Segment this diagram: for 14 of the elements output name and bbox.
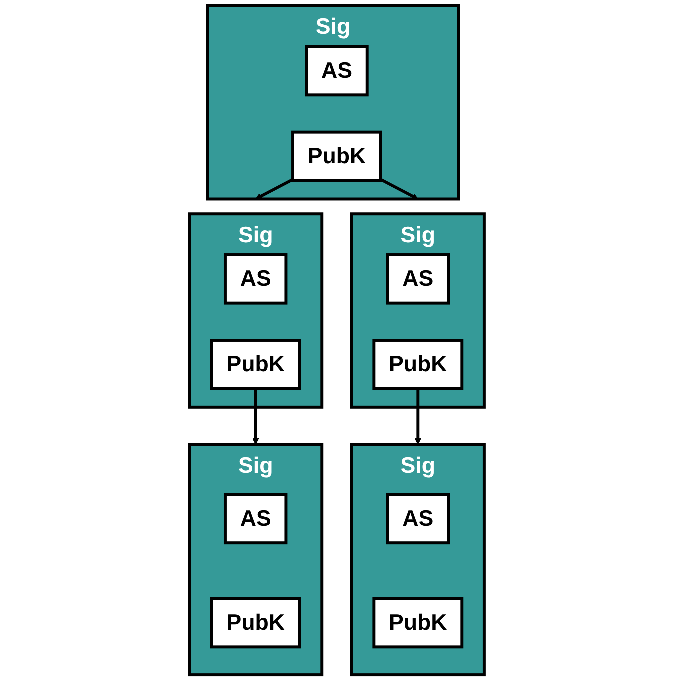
node-box: PubK <box>372 597 464 649</box>
node-box: PubK <box>210 597 302 649</box>
node-box: AS <box>224 493 288 545</box>
arrow <box>256 178 294 200</box>
arrow <box>414 388 422 445</box>
arrow <box>380 178 418 200</box>
node-box: AS <box>386 493 450 545</box>
node-box: AS <box>386 254 450 305</box>
node-box: AS <box>305 45 369 97</box>
node-box: PubK <box>210 339 302 390</box>
arrow <box>252 388 260 445</box>
node-box: PubK <box>292 130 382 182</box>
node-box: PubK <box>372 339 464 390</box>
node-box: AS <box>224 254 288 305</box>
